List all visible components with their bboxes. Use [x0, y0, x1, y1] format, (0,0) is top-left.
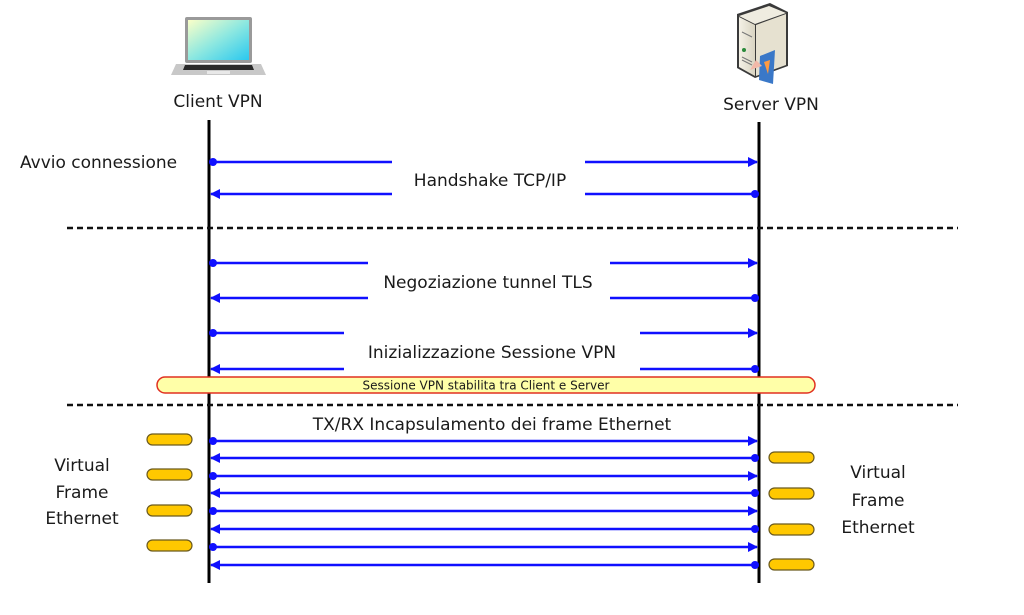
message-origin-dot [209, 158, 217, 166]
session-established-label: Sessione VPN stabilita tra Client e Serv… [363, 379, 610, 393]
virtual-frame-pill [768, 451, 815, 464]
message-origin-dot [751, 561, 759, 569]
message-arrow-to-client [210, 293, 759, 303]
virtual-frame-pill [146, 539, 193, 552]
message-arrow-to-server [209, 436, 758, 446]
message-arrow-to-server [209, 506, 758, 516]
session-init-label: Inizializzazione Sessione VPN [368, 343, 616, 363]
message-origin-dot [751, 525, 759, 533]
right-frames-label: Virtual Frame Ethernet [841, 463, 915, 538]
message-arrow-to-server [209, 542, 758, 552]
message-arrow-to-client [210, 488, 759, 498]
message-origin-dot [751, 190, 759, 198]
laptop-icon [171, 17, 266, 75]
virtual-frame-pill [146, 468, 193, 481]
virtual-frames [146, 433, 815, 571]
messages [209, 157, 759, 570]
message-origin-dot [209, 507, 217, 515]
message-origin-dot [751, 365, 759, 373]
handshake-label: Handshake TCP/IP [414, 171, 566, 191]
client-label: Client VPN [173, 92, 262, 112]
right-frames-label-line: Frame [852, 491, 905, 511]
virtual-frame-pill [768, 558, 815, 571]
encapsulation-label: TX/RX Incapsulamento dei frame Ethernet [312, 415, 672, 435]
message-origin-dot [209, 329, 217, 337]
message-arrow-to-server [209, 157, 758, 167]
server-icon [737, 3, 788, 84]
message-origin-dot [209, 259, 217, 267]
message-arrow-to-client [210, 189, 759, 199]
message-arrow-to-server [209, 328, 758, 338]
message-origin-dot [751, 454, 759, 462]
message-arrow-to-server [209, 258, 758, 268]
left-frames-label-line: Frame [56, 483, 109, 503]
message-arrow-to-server [209, 471, 758, 481]
right-frames-label-line: Virtual [850, 463, 906, 483]
message-arrow-to-client [210, 453, 759, 463]
message-origin-dot [751, 489, 759, 497]
right-frames-label-line: Ethernet [841, 518, 915, 538]
message-origin-dot [209, 472, 217, 480]
message-origin-dot [209, 437, 217, 445]
message-arrow-to-client [210, 524, 759, 534]
message-origin-dot [751, 294, 759, 302]
left-frames-label-line: Ethernet [45, 509, 119, 529]
tls-label: Negoziazione tunnel TLS [383, 273, 592, 293]
message-arrow-to-client [210, 364, 759, 374]
virtual-frame-pill [146, 433, 193, 446]
virtual-frame-pill [146, 504, 193, 517]
message-arrow-to-client [210, 560, 759, 570]
message-origin-dot [209, 543, 217, 551]
virtual-frame-pill [768, 487, 815, 500]
server-label: Server VPN [723, 95, 819, 115]
left-frames-label-line: Virtual [54, 456, 110, 476]
session-established-banner: Sessione VPN stabilita tra Client e Serv… [156, 376, 816, 394]
left-frames-label: Virtual Frame Ethernet [45, 456, 119, 529]
virtual-frame-pill [768, 523, 815, 536]
start-connection-label: Avvio connessione [20, 153, 177, 173]
